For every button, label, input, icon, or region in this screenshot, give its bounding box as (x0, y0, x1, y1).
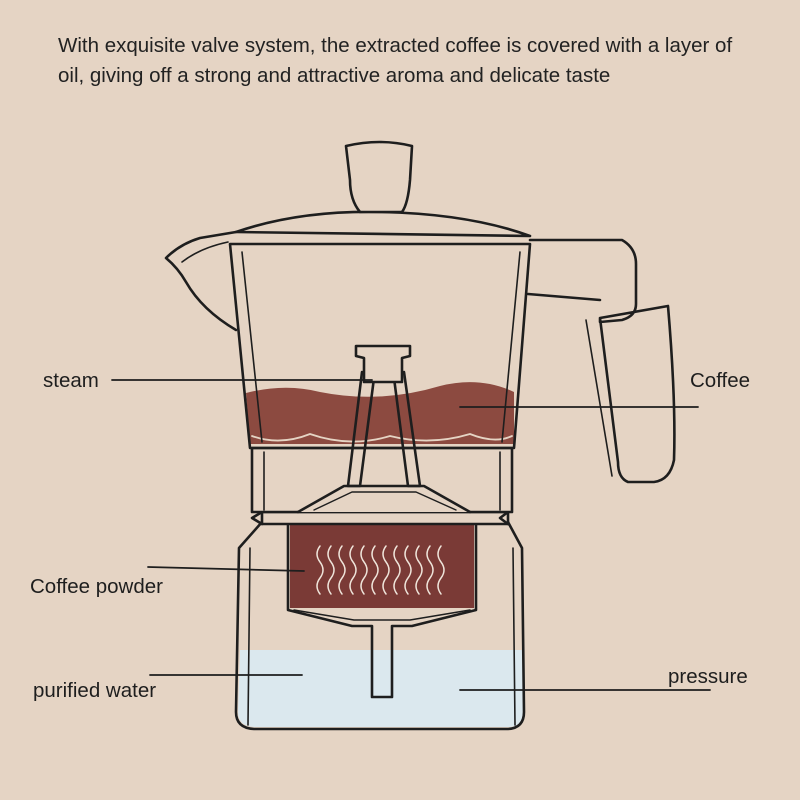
riser-cap (354, 344, 412, 384)
spout (164, 230, 238, 332)
boiler-inner-left (247, 547, 251, 726)
coffee-liquid (246, 382, 514, 444)
funnel-basket-inner (293, 609, 471, 621)
upper-chamber-inner-right (501, 251, 521, 443)
upper-chamber-inner-left (241, 251, 263, 443)
gasket-right-lip (498, 510, 510, 526)
intro-text: With exquisite valve system, the extract… (58, 34, 733, 87)
purified-water-label: purified water (33, 679, 157, 702)
coffee-powder-label: Coffee powder (30, 575, 163, 598)
spout-inner (181, 241, 229, 263)
filter-cone (296, 484, 472, 514)
lid-knob (344, 140, 414, 214)
handle-grip-line (585, 319, 613, 477)
filter-cone-inner (313, 491, 457, 511)
water-fill (238, 650, 524, 727)
steam-label: steam (43, 369, 99, 392)
funnel-basket (286, 518, 478, 699)
coffee-label: Coffee (690, 369, 751, 392)
powder-leader-line (147, 566, 305, 572)
steam-squiggles (316, 545, 445, 595)
gasket-plate (260, 510, 510, 526)
coffee-powder-fill (290, 524, 474, 608)
pressure-label: pressure (668, 665, 748, 688)
boiler-inner-right (512, 547, 516, 726)
coffee-surface-lower (251, 433, 513, 443)
lid (234, 210, 532, 238)
gasket-left-lip (250, 510, 264, 526)
handle (526, 238, 676, 484)
boiler-outline (234, 520, 526, 731)
riser-tube (346, 370, 422, 488)
